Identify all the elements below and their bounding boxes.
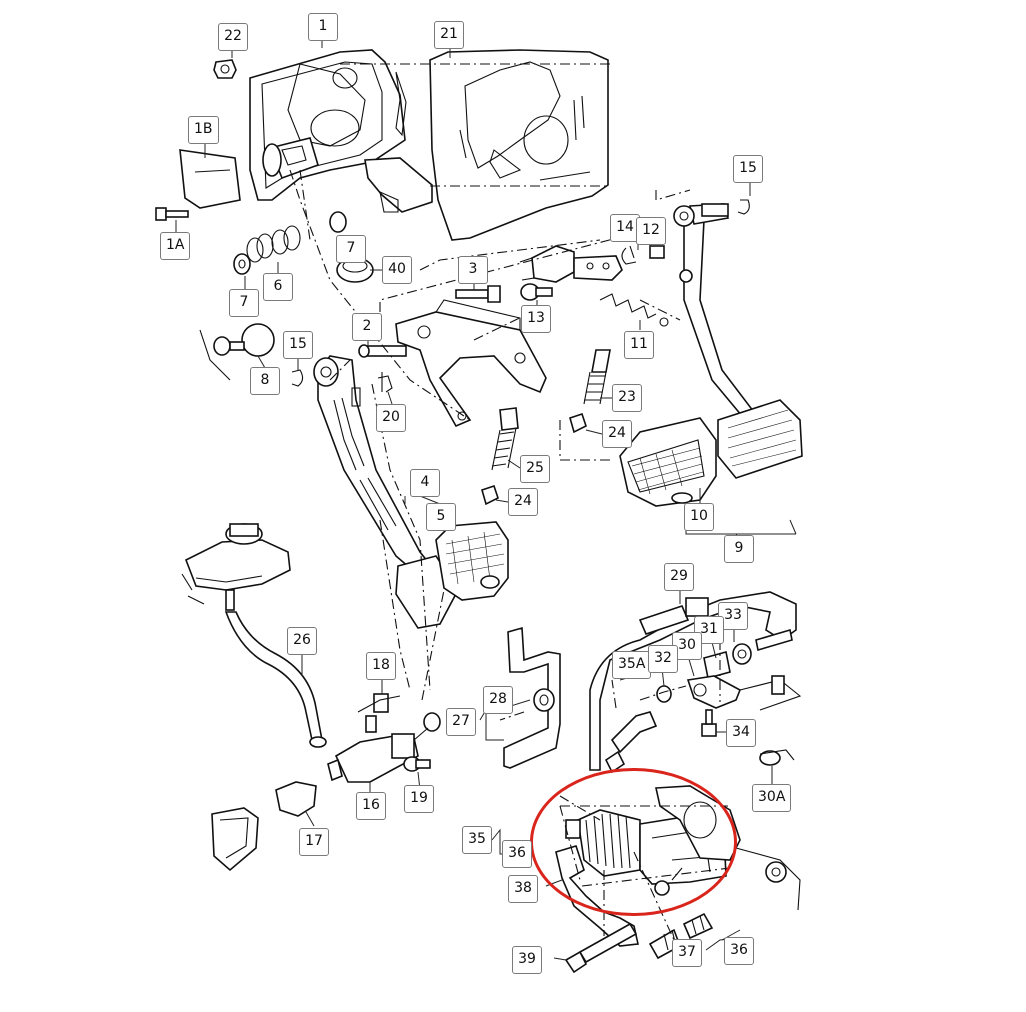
- callout-12: 12: [636, 217, 666, 245]
- sensor-25: [491, 407, 519, 471]
- callout-15-lower: 15: [283, 331, 313, 359]
- bolt-34: [701, 709, 717, 737]
- shaft-2: [358, 344, 407, 358]
- callout-1b: 1B: [188, 116, 219, 144]
- callout-34: 34: [726, 719, 756, 747]
- callout-39: 39: [512, 946, 542, 974]
- callout-11: 11: [624, 331, 654, 359]
- spring-11: [599, 293, 669, 327]
- callout-21: 21: [434, 21, 464, 49]
- nut-22: [213, 50, 237, 79]
- callout-10: 10: [684, 503, 714, 531]
- spring-6: [246, 225, 301, 263]
- bolt-13: [520, 283, 553, 301]
- clip-15-upper: [737, 199, 750, 215]
- bolt-39: [564, 922, 638, 974]
- clip-20: [377, 372, 393, 393]
- callout-40: 40: [382, 256, 412, 284]
- callout-20: 20: [376, 404, 406, 432]
- callout-27: 27: [446, 708, 476, 736]
- callout-2: 2: [352, 313, 382, 341]
- hose-tube: [604, 711, 658, 774]
- bracket-plate-1b: [179, 149, 241, 209]
- callout-22: 22: [218, 23, 248, 51]
- callout-7-lower: 7: [229, 289, 259, 317]
- callout-38: 38: [508, 875, 538, 903]
- callout-5: 5: [426, 503, 456, 531]
- fluid-reservoir: [181, 523, 291, 611]
- master-cylinder-16: [327, 712, 441, 783]
- callout-26: 26: [287, 627, 317, 655]
- callout-24-lower: 24: [508, 488, 538, 516]
- brake-pedal-arm: [673, 203, 762, 430]
- pedal-bracket-housing: [249, 49, 433, 213]
- bolt-19: [403, 756, 431, 772]
- callout-35: 35: [462, 826, 492, 854]
- callout-29: 29: [664, 563, 694, 591]
- callout-17: 17: [299, 828, 329, 856]
- clutch-switch-block: [519, 245, 623, 283]
- callout-32: 32: [648, 645, 678, 673]
- nut-12: [649, 245, 665, 259]
- insulation-panel-21: [429, 49, 609, 241]
- sensor-23: [583, 349, 611, 405]
- pipe-27: [503, 626, 561, 769]
- callout-8: 8: [250, 367, 280, 395]
- callout-28: 28: [483, 686, 513, 714]
- callout-6: 6: [263, 273, 293, 301]
- bolt-3: [455, 285, 501, 303]
- callout-36-right: 36: [724, 937, 754, 965]
- clip-24-upper: [569, 412, 587, 434]
- grommet-28: [533, 688, 555, 712]
- clip-14: [621, 245, 637, 265]
- callout-23: 23: [612, 384, 642, 412]
- callout-36-left: 36: [502, 840, 532, 868]
- slave-cylinder-highlight-circle: [530, 768, 737, 916]
- callout-4: 4: [410, 469, 440, 497]
- clip-15-lower: [291, 369, 304, 387]
- callout-3: 3: [458, 256, 488, 284]
- callout-35a: 35A: [612, 651, 652, 679]
- clutch-line-29: [589, 591, 797, 771]
- pedal-pad-10: [619, 417, 717, 507]
- bracket-17: [211, 781, 317, 872]
- hose-26: [224, 611, 327, 748]
- callout-25: 25: [520, 455, 550, 483]
- callout-15-upper: 15: [733, 155, 763, 183]
- callout-19: 19: [404, 785, 434, 813]
- clutch-pedal-arm: [313, 355, 438, 582]
- callout-7-upper: 7: [336, 235, 366, 263]
- callout-30a: 30A: [752, 784, 792, 812]
- spring-37: [648, 912, 714, 960]
- fitting-18: [357, 693, 401, 733]
- callout-16: 16: [356, 792, 386, 820]
- callout-1: 1: [308, 13, 338, 41]
- callout-9: 9: [724, 535, 754, 563]
- clip-30a: [759, 749, 795, 766]
- bracket-30: [686, 675, 802, 711]
- callout-13: 13: [521, 305, 551, 333]
- callout-1a: 1A: [160, 232, 191, 260]
- bushing-7: [233, 211, 347, 275]
- callout-24-upper: 24: [602, 420, 632, 448]
- clip-24-lower: [481, 484, 499, 506]
- callout-37: 37: [672, 939, 702, 967]
- clutch-pedal-pad-5: [435, 521, 509, 601]
- pad-grid: [727, 409, 797, 467]
- brake-pedal-pad: [717, 399, 803, 479]
- bolt-1a: [155, 207, 189, 221]
- clutch-connector-31: [703, 643, 752, 679]
- pedal-mount-bracket: [395, 299, 547, 428]
- callout-18: 18: [366, 652, 396, 680]
